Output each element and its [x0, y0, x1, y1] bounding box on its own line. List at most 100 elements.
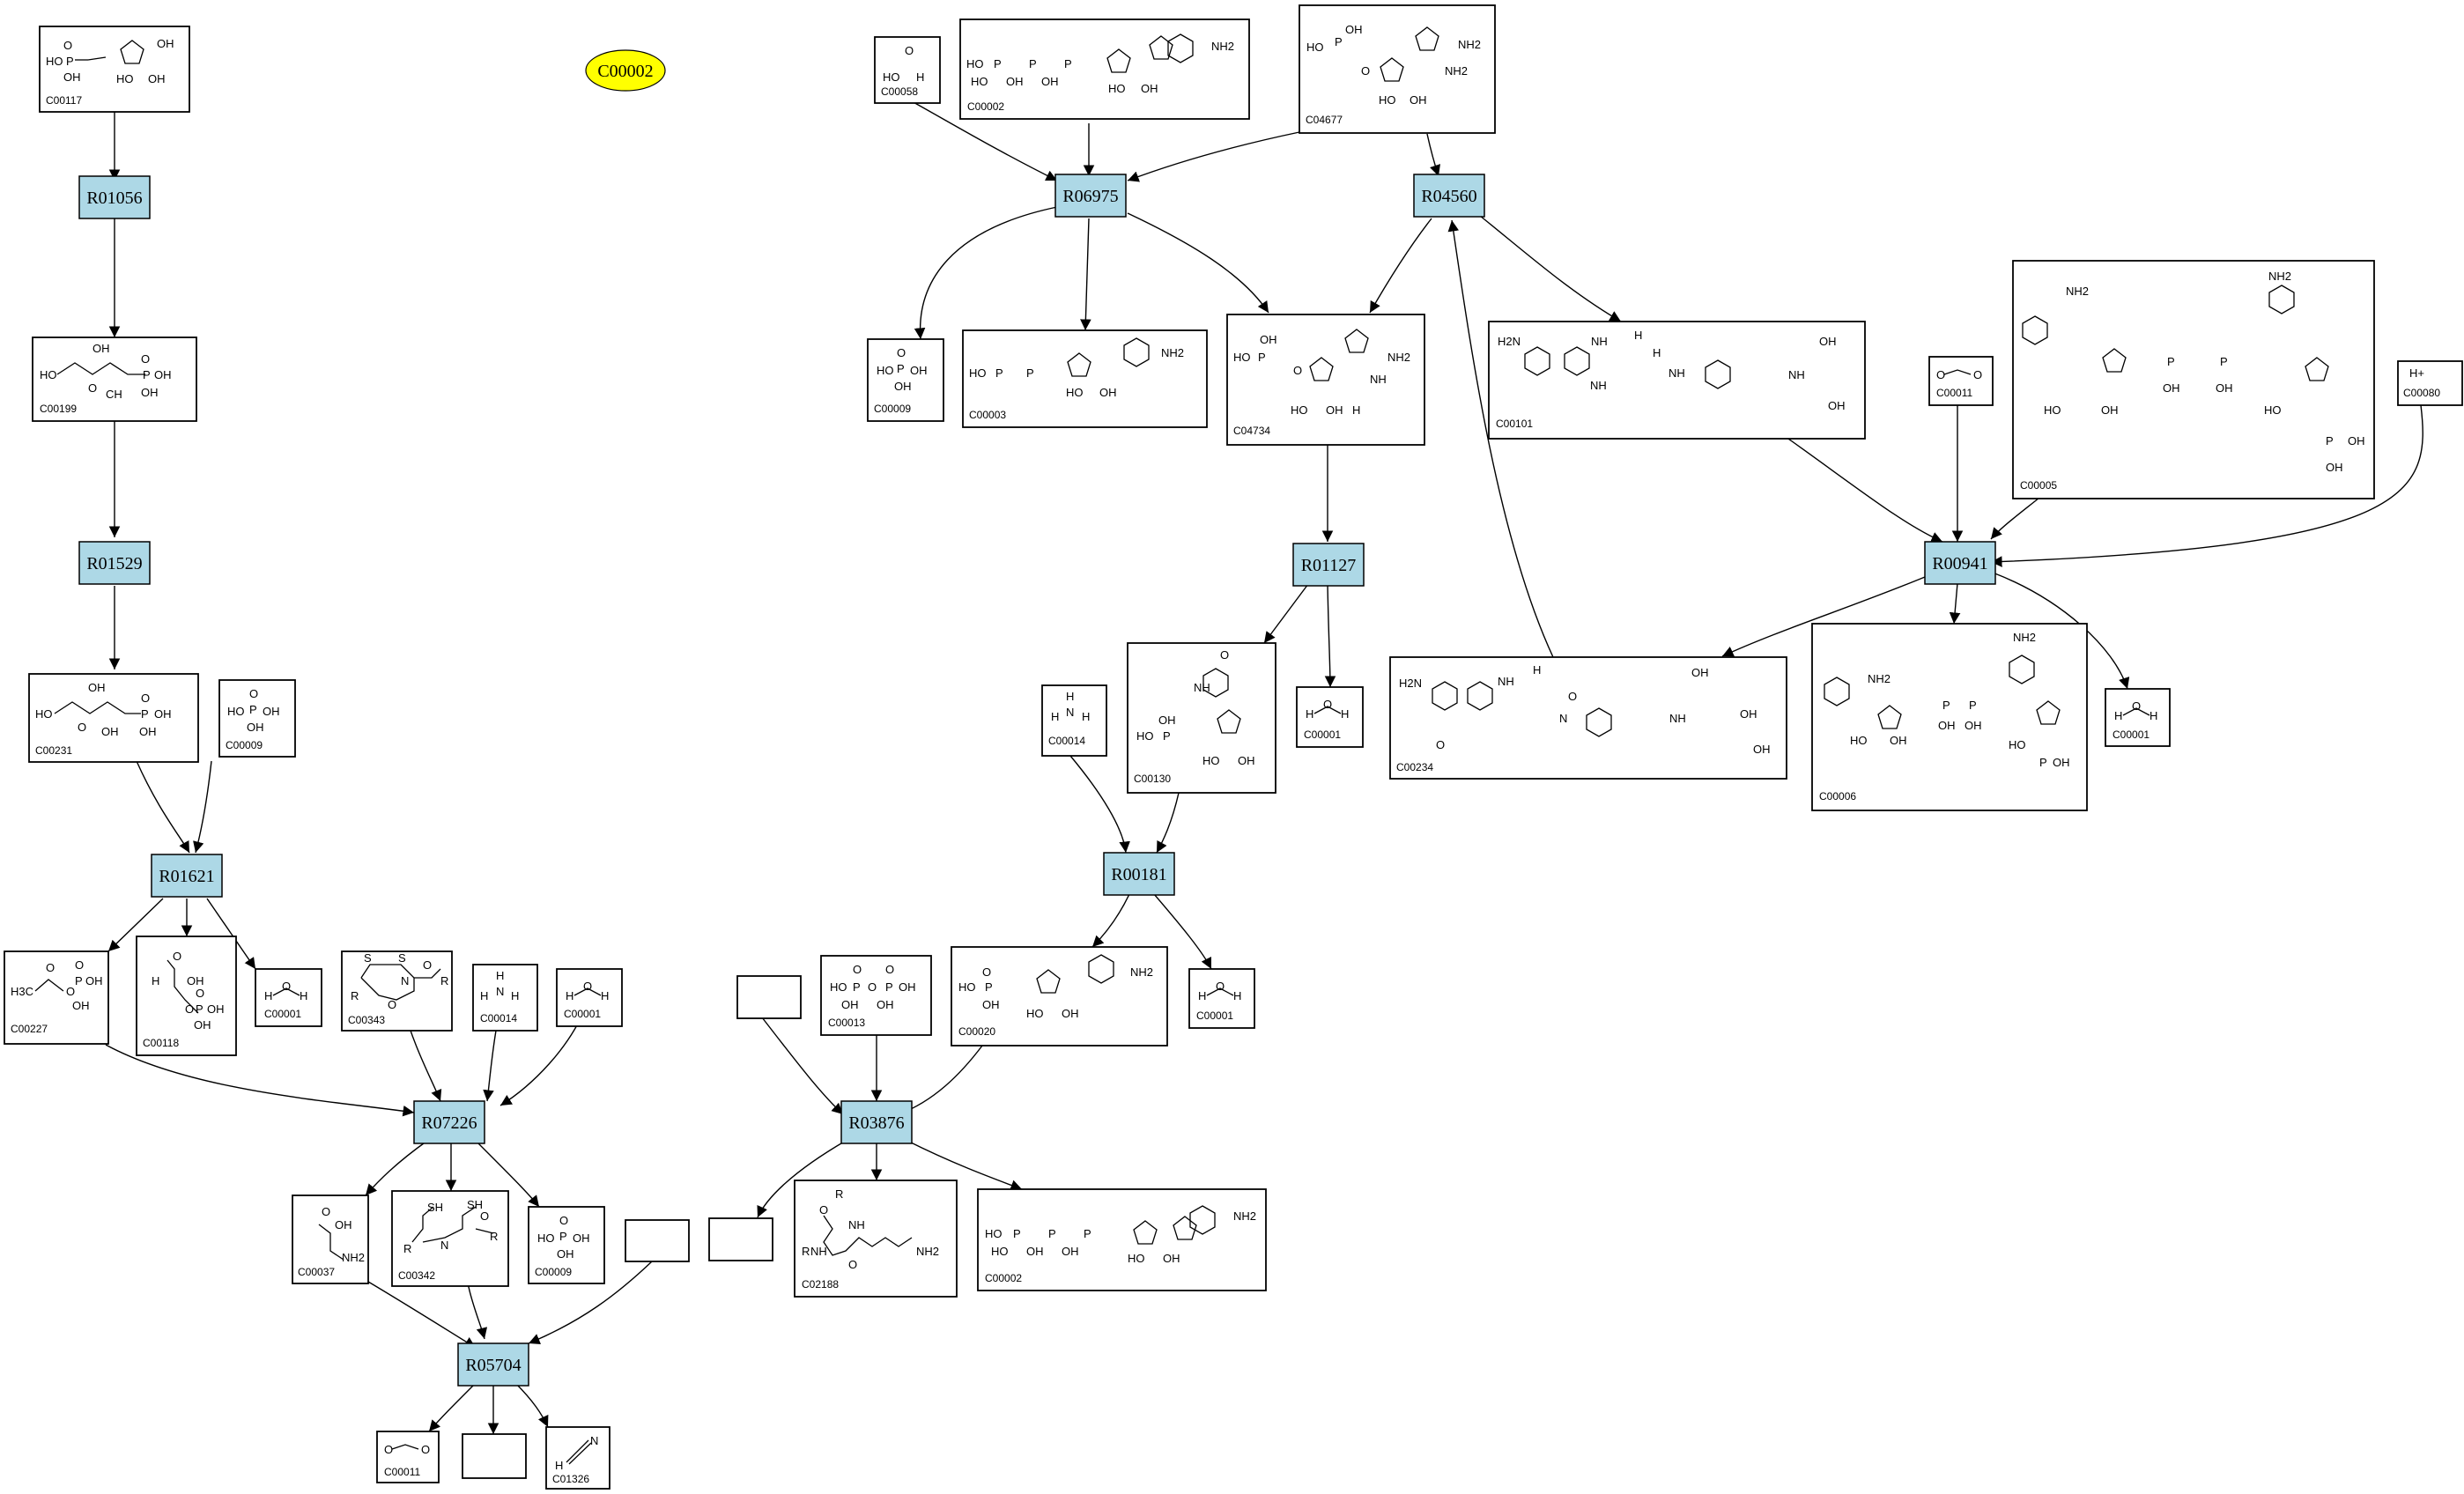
reaction-r07226[interactable]: R07226: [413, 1100, 485, 1144]
svg-text:OH: OH: [92, 342, 110, 355]
svg-text:NH2: NH2: [1161, 346, 1184, 359]
reaction-r01529[interactable]: R01529: [78, 541, 151, 585]
svg-text:H: H: [1341, 707, 1349, 721]
reaction-label: R00941: [1932, 554, 1987, 573]
svg-text:OH: OH: [1062, 1245, 1079, 1258]
svg-text:HO: HO: [1306, 41, 1324, 54]
compound-c00037[interactable]: O OH NH2 C00037: [292, 1194, 369, 1284]
reaction-r00181[interactable]: R00181: [1103, 852, 1175, 896]
compound-c00001[interactable]: H O H C00001: [1188, 968, 1255, 1029]
compound-c00013[interactable]: O O HO P O P OH OH OH C00013: [820, 955, 932, 1036]
reaction-r00941[interactable]: R00941: [1924, 541, 1996, 585]
svg-text:OH: OH: [1828, 399, 1846, 412]
compound-c00001[interactable]: H O H C00001: [556, 968, 623, 1027]
compound-id-label: C00003: [969, 409, 1006, 421]
svg-text:H: H: [2114, 709, 2122, 722]
svg-text:HO: HO: [958, 980, 976, 994]
empty-compound-box[interactable]: [708, 1217, 773, 1261]
compound-c00231[interactable]: HO OH O OH P OH O OH C00231: [28, 673, 199, 763]
compound-id-label: C00343: [348, 1014, 385, 1026]
compound-c00009[interactable]: O P HO OH OH C00009: [867, 338, 944, 422]
svg-text:P: P: [1942, 699, 1950, 712]
central-compound-node[interactable]: C00002: [585, 49, 666, 92]
svg-text:H: H: [1066, 690, 1074, 703]
compound-c00001[interactable]: H O H C00001: [2105, 688, 2171, 747]
svg-text:O: O: [173, 950, 181, 963]
compound-id-label: C00234: [1396, 761, 1433, 773]
reaction-r01056[interactable]: R01056: [78, 175, 151, 219]
reaction-label: R01621: [159, 867, 214, 886]
compound-c04734[interactable]: OH HO P O NH2 NH HO OH H C04734: [1226, 314, 1425, 446]
svg-text:HO: HO: [2044, 403, 2061, 417]
compound-c00002[interactable]: HO P P P HO OH OH HO OH NH2 C00002: [977, 1188, 1267, 1291]
compound-c00002[interactable]: HO P P P HO OH OH HO OH NH2 C00002: [959, 18, 1250, 120]
compound-c00118[interactable]: O H OH O P OH O OH C00118: [136, 936, 237, 1056]
svg-text:HO: HO: [40, 368, 57, 381]
reaction-r05704[interactable]: R05704: [457, 1342, 529, 1387]
compound-c00011[interactable]: O O C00011: [1928, 356, 1994, 406]
empty-compound-box[interactable]: [462, 1433, 527, 1479]
compound-c00006[interactable]: NH2 NH2 P P OH OH HO OH HO P OH C00006: [1811, 623, 2088, 811]
reaction-r01621[interactable]: R01621: [151, 854, 223, 898]
empty-compound-box[interactable]: [625, 1219, 690, 1262]
svg-text:OH: OH: [154, 368, 172, 381]
compound-c00014[interactable]: H N H H C00014: [1041, 684, 1107, 757]
svg-text:H2N: H2N: [1498, 335, 1521, 348]
compound-c00003[interactable]: HO P P HO OH NH2 C00003: [962, 329, 1208, 428]
compound-c04677[interactable]: HO P OH O HO OH NH2 NH2 C04677: [1299, 4, 1496, 134]
svg-text:OH: OH: [263, 705, 280, 718]
compound-c00001[interactable]: H O H C00001: [255, 968, 322, 1027]
svg-text:O: O: [559, 1214, 568, 1227]
compound-c00058[interactable]: O HO H C00058: [874, 36, 941, 104]
svg-text:HO: HO: [46, 55, 63, 68]
compound-c00011[interactable]: O O C00011: [376, 1431, 440, 1483]
reaction-r01127[interactable]: R01127: [1292, 543, 1365, 587]
compound-c00343[interactable]: S S R O R O N C00343: [341, 950, 453, 1032]
svg-text:O: O: [982, 965, 991, 979]
reaction-r03876[interactable]: R03876: [840, 1100, 913, 1144]
svg-text:O: O: [88, 381, 97, 395]
reaction-r04560[interactable]: R04560: [1413, 174, 1485, 218]
svg-text:H: H: [2150, 709, 2157, 722]
svg-text:HO: HO: [1233, 351, 1251, 364]
compound-c01326[interactable]: H N C01326: [545, 1426, 610, 1490]
compound-c00080[interactable]: H+ C00080: [2397, 360, 2463, 406]
compound-c00199[interactable]: HO OH O CH P OH O OH C00199: [32, 337, 197, 422]
svg-text:N: N: [401, 974, 409, 987]
svg-text:OH: OH: [2163, 381, 2180, 395]
compound-c00014[interactable]: H N H H C00014: [472, 964, 538, 1032]
svg-text:P: P: [994, 57, 1002, 70]
svg-text:O: O: [819, 1203, 828, 1217]
svg-text:H3C: H3C: [11, 985, 33, 998]
reaction-r06975[interactable]: R06975: [1054, 174, 1127, 218]
svg-text:H2N: H2N: [1399, 677, 1422, 690]
compound-c00101[interactable]: H2N NH H H NH NH OH OH NH C00101: [1488, 321, 1866, 440]
compound-c00005[interactable]: NH2 NH2 P P OH OH HO OH HO P OH OH C0000…: [2012, 260, 2375, 499]
svg-text:O: O: [1973, 368, 1982, 381]
compound-c00234[interactable]: H2N NH H N O NH OH OH OH O C00234: [1389, 656, 1787, 780]
compound-c00001[interactable]: H O H C00001: [1296, 686, 1364, 748]
svg-text:O: O: [885, 963, 894, 976]
svg-text:OH: OH: [841, 998, 859, 1011]
compound-id-label: C00080: [2403, 387, 2440, 399]
compound-id-label: C00009: [226, 739, 263, 751]
svg-text:O: O: [2132, 699, 2141, 713]
svg-text:HO: HO: [1850, 734, 1868, 747]
compound-c00130[interactable]: O NH OH HO P HO OH C00130: [1127, 642, 1276, 794]
compound-c00009[interactable]: O P HO OH OH C00009: [528, 1206, 605, 1284]
svg-text:P: P: [853, 980, 861, 994]
svg-text:P: P: [1048, 1227, 1056, 1240]
compound-c00227[interactable]: H3C O O P OH O OH C00227: [4, 950, 109, 1045]
svg-text:P: P: [2167, 355, 2175, 368]
svg-text:NH2: NH2: [1233, 1209, 1256, 1223]
svg-text:N: N: [590, 1434, 598, 1447]
compound-c00342[interactable]: SH SH R N R O C00342: [391, 1190, 509, 1287]
compound-c00009[interactable]: O P HO OH OH C00009: [218, 679, 296, 758]
svg-text:OH: OH: [1410, 93, 1427, 107]
compound-c00020[interactable]: HO P O OH HO OH NH2 C00020: [951, 946, 1168, 1047]
empty-compound-box[interactable]: [736, 975, 802, 1019]
compound-c00117[interactable]: HO P O OH OH HO OH C00117: [39, 26, 190, 113]
compound-id-label: C00001: [564, 1008, 601, 1020]
compound-c02188[interactable]: R O NH R NH O NH2 C02188: [794, 1180, 958, 1298]
reaction-label: R00181: [1111, 865, 1166, 884]
